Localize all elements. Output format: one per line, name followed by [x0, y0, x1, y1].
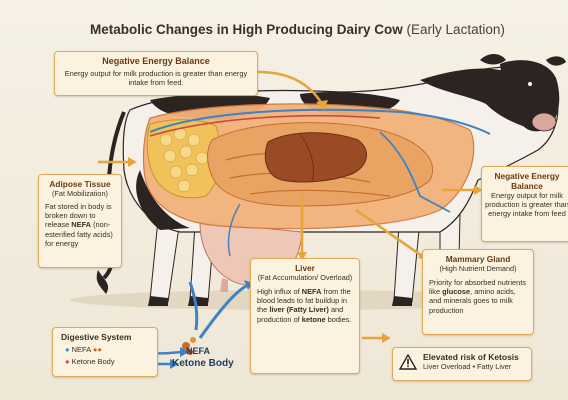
negative-energy-balance-right-box: Negative Energy Balance Energy output fo…	[481, 166, 568, 242]
liver-box: Liver (Fat Accumulation/ Overload) High …	[250, 258, 360, 374]
page-title: Metabolic Changes in High Producing Dair…	[90, 22, 530, 37]
nefa-dot-icon: ●	[65, 345, 70, 354]
adipose-heading: Adipose Tissue	[39, 179, 121, 189]
warning-icon	[399, 354, 417, 370]
digestive-nefa-row: ● NEFA ●●	[53, 345, 157, 354]
mammary-subheading: (High Nutrient Demand)	[423, 264, 533, 273]
mammary-heading: Mammary Gland	[423, 254, 533, 264]
ketosis-risk-box: Elevated risk of Ketosis Liver Overload …	[392, 347, 532, 381]
negative-energy-balance-top-box: Negative Energy Balance Energy output fo…	[54, 51, 258, 96]
digestive-system-box: Digestive System ● NEFA ●● ● Ketone Body	[52, 327, 158, 377]
adipose-tissue-box: Adipose Tissue (Fat Mobilization) Fat st…	[38, 174, 122, 268]
fat-droplets-icon: ●●	[93, 345, 102, 354]
negative-energy-right-text: Energy output for milk production is gre…	[482, 191, 568, 219]
negative-energy-right-heading: Negative Energy Balance	[482, 171, 568, 191]
liver-heading: Liver	[251, 263, 359, 273]
adipose-text: Fat stored in body is broken down to rel…	[39, 198, 121, 248]
adipose-subheading: (Fat Mobilization)	[39, 189, 121, 198]
flow-label-nefa: NEFA	[186, 346, 210, 356]
digestive-heading: Digestive System	[53, 332, 157, 342]
ketone-dot-icon: ●	[65, 357, 70, 366]
negative-energy-top-heading: Negative Energy Balance	[55, 56, 257, 66]
flow-label-ketone-body: Ketone Body	[172, 358, 234, 369]
mammary-text: Priority for absorbed nutrients like glu…	[423, 273, 533, 315]
liver-text: High influx of NEFA from the blood leads…	[251, 282, 359, 324]
digestive-ketone-row: ● Ketone Body	[53, 357, 157, 366]
mammary-gland-box: Mammary Gland (High Nutrient Demand) Pri…	[422, 249, 534, 335]
liver-subheading: (Fat Accumulation/ Overload)	[251, 273, 359, 282]
negative-energy-top-text: Energy output for milk production is gre…	[55, 69, 257, 87]
